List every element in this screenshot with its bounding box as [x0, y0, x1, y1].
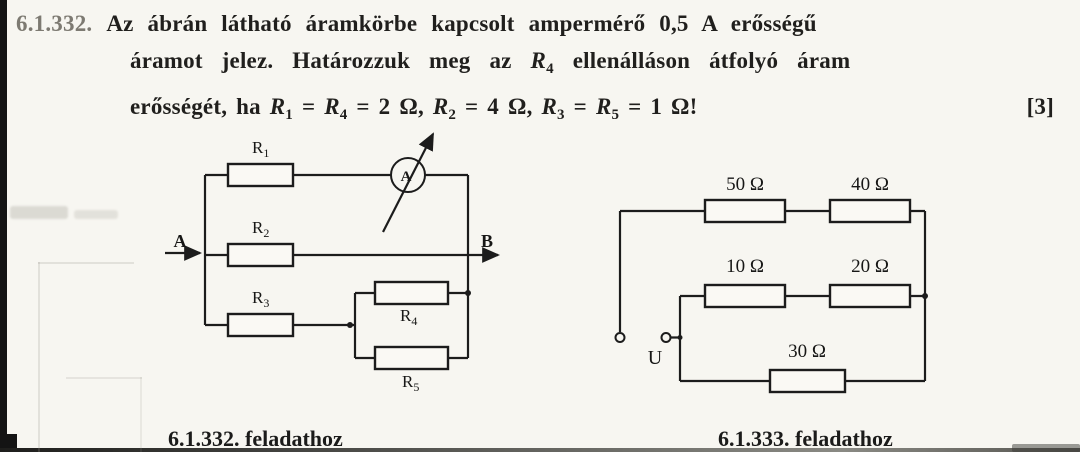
scan-faint-line [140, 377, 142, 452]
points-badge: [3] [1026, 94, 1054, 119]
text-fragment: erősségét, ha [130, 94, 270, 119]
caption-left: 6.1.332. feladathoz [168, 426, 343, 451]
math-sub: 3 [557, 107, 565, 123]
caption-right: 6.1.333. feladathoz [718, 426, 893, 451]
scan-edge-bottom [0, 448, 1080, 452]
problem-line-2: áramot jelez. Határozzuk meg az R4 ellen… [16, 42, 1054, 88]
math-var-r2: R [432, 94, 449, 119]
scan-ghost-mark [74, 210, 118, 219]
math-var-r4: R [324, 94, 340, 119]
scan-edge-left-2 [0, 434, 17, 452]
resistor-r1-label: R1 [252, 138, 269, 160]
math-var-r4: R [530, 48, 547, 73]
math-sub: 4 [339, 107, 348, 123]
resistor-r1 [226, 162, 295, 188]
node-b-label: B [481, 231, 493, 251]
text-fragment: ellenálláson átfolyó áram [553, 48, 851, 73]
math-sub: 5 [611, 107, 620, 123]
problem-statement: 6.1.332. Az ábrán látható áramkörbe kapcs… [16, 5, 1054, 134]
math-var-r5: R [595, 94, 612, 119]
junction-dot [677, 335, 683, 340]
resistor-10ohm-label: 10 Ω [726, 256, 764, 277]
node-a-label: A [174, 231, 187, 251]
math-sub: 4 [546, 61, 554, 77]
problem-line-3: [3]erősségét, ha R1 = R4 = 2 Ω, R2 = 4 Ω… [16, 88, 1054, 134]
resistor-30ohm-label: 30 Ω [788, 341, 826, 362]
source-terminal [614, 332, 626, 343]
circuit-diagram-6-1-332: A B R1 R2 R3 R4 R5 A [165, 132, 500, 394]
text-fragment: = 4 Ω, [456, 94, 542, 119]
resistor-r2 [226, 242, 295, 268]
junction-dot [922, 293, 928, 299]
resistor-20ohm-label: 20 Ω [851, 256, 889, 277]
text-fragment: = 2 Ω, [347, 94, 433, 119]
problem-line-1: 6.1.332. Az ábrán látható áramkörbe kapcs… [16, 5, 1054, 42]
problem-line-1-text: Az ábrán látható áramkörbe kapcsolt ampe… [106, 11, 817, 36]
text-fragment: = [293, 94, 325, 119]
math-sub: 2 [448, 107, 457, 123]
junction-dot [465, 290, 471, 296]
resistor-r3 [226, 312, 295, 338]
resistor-r2-label: R2 [252, 218, 269, 240]
text-fragment: = [564, 94, 596, 119]
math-sub: 1 [285, 107, 293, 123]
resistor-r5 [373, 345, 450, 371]
junction-dot [347, 322, 353, 328]
wires [618, 209, 927, 383]
scan-faint-line [66, 377, 142, 379]
wires [203, 173, 470, 360]
text-fragment: = 1 Ω! [619, 94, 698, 119]
resistor-10ohm [703, 283, 787, 309]
resistor-r4 [373, 280, 450, 306]
resistor-40ohm-label: 40 Ω [851, 174, 889, 195]
resistor-30ohm [768, 368, 847, 394]
source-terminal [660, 332, 672, 343]
resistor-20ohm [828, 283, 912, 309]
circuit-diagram-6-1-333: 50 Ω 40 Ω 10 Ω 20 Ω 30 Ω U [614, 174, 928, 394]
problem-number: 6.1.332. [16, 11, 93, 36]
ammeter-needle [382, 132, 434, 233]
scan-ghost-mark [10, 206, 68, 219]
resistor-40ohm [828, 198, 912, 224]
resistor-50ohm [703, 198, 787, 224]
scan-edge-left [0, 0, 7, 452]
scan-faint-line [38, 262, 40, 452]
resistor-50ohm-label: 50 Ω [726, 174, 764, 195]
resistor-r5-label: R5 [402, 372, 419, 394]
text-fragment: áramot jelez. Határozzuk meg az [130, 48, 531, 73]
scan-corner-mark [1012, 444, 1080, 452]
math-var-r1: R [269, 94, 286, 119]
resistor-r4-label: R4 [400, 306, 417, 328]
resistor-r3-label: R3 [252, 288, 269, 310]
ammeter-label: A [401, 169, 412, 185]
math-var-r3: R [541, 94, 558, 119]
scan-faint-line [38, 262, 134, 264]
source-label: U [648, 347, 663, 369]
